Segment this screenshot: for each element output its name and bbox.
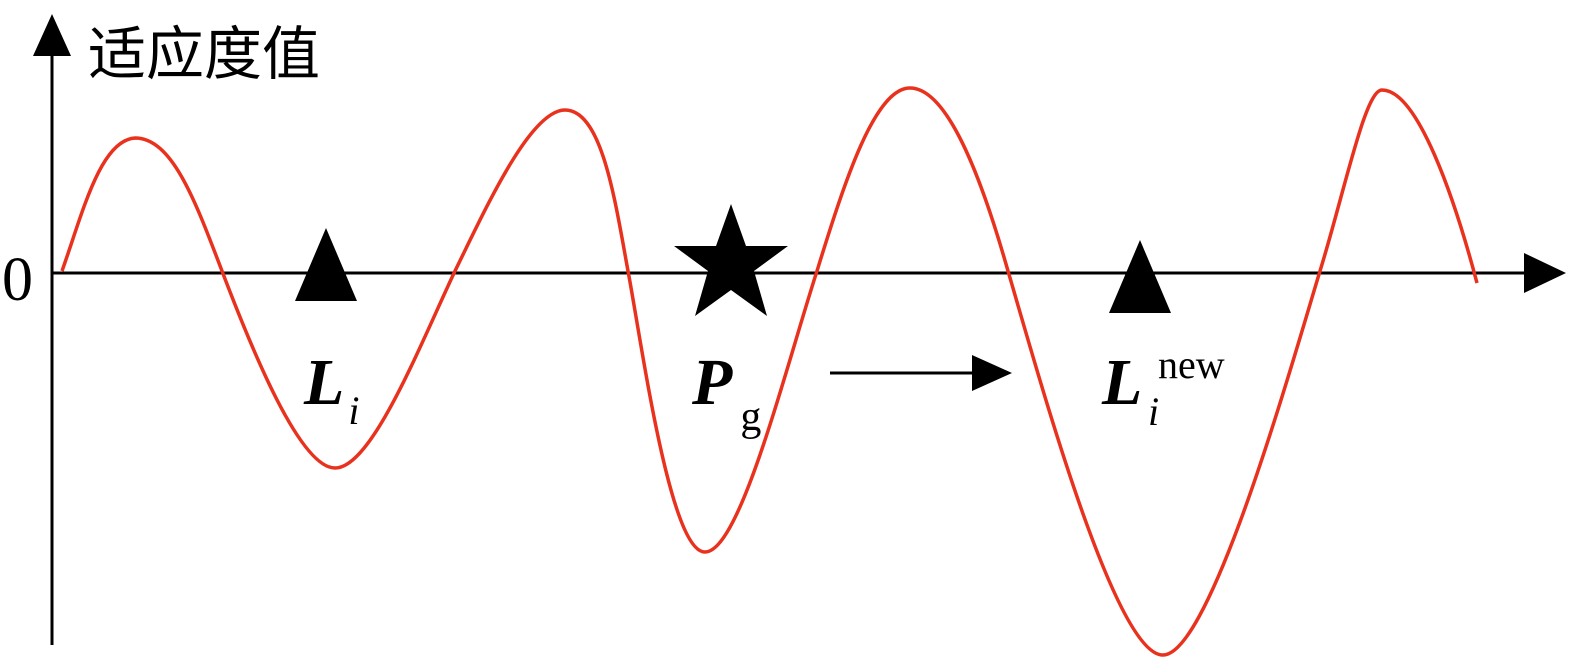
move-arrow xyxy=(830,355,1012,391)
fitness-curve xyxy=(60,86,1479,657)
label-li-new: L xyxy=(1101,346,1142,419)
label-li-new-sub: i xyxy=(1148,389,1159,434)
x-axis-arrow-icon xyxy=(1524,253,1566,293)
axes xyxy=(33,14,1566,645)
star-icon xyxy=(674,204,788,316)
marker-pg: P g xyxy=(674,204,788,440)
marker-li: L i xyxy=(295,228,359,433)
y-axis-label: 适应度值 xyxy=(88,20,320,88)
label-li: L i xyxy=(303,346,359,433)
label-pg: P g xyxy=(691,346,761,440)
arrow-right-icon xyxy=(972,355,1012,391)
label-li-new-sup: new xyxy=(1158,342,1225,387)
zero-label: 0 xyxy=(2,246,33,314)
triangle-icon xyxy=(1109,240,1171,313)
y-axis-arrow-icon xyxy=(33,14,71,56)
triangle-icon xyxy=(295,228,357,301)
marker-li-new: L i new xyxy=(1101,240,1225,434)
